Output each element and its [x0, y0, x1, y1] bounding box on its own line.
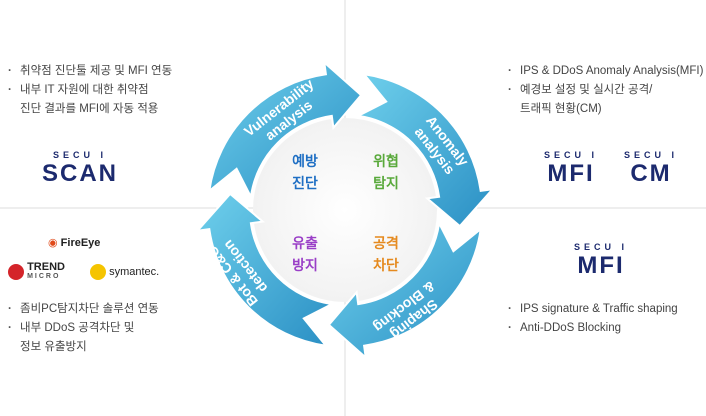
top-right-bullets: IPS & DDoS Anomaly Analysis(MFI) 예경보 설정 …	[506, 62, 703, 119]
symantec-check-icon	[90, 264, 106, 280]
logo-main: CM	[630, 160, 672, 187]
bullet-text: IPS & DDoS Anomaly Analysis(MFI)	[520, 65, 704, 77]
secui-mfi-logo-bottom: SECU I MFI	[566, 242, 636, 280]
bullet-text: Anti-DDoS Blocking	[520, 322, 621, 334]
bullet-continuation: 진단 결과를 MFI에 자동 적용	[20, 103, 159, 115]
bullet-text: 취약점 진단툴 제공 및 MFI 연동	[20, 65, 173, 77]
bullet-text: 좀비PC탐지차단 솔루션 연동	[20, 303, 159, 315]
bullet-text: 내부 DDoS 공격차단 및	[20, 322, 135, 334]
bullet: 취약점 진단툴 제공 및 MFI 연동	[6, 62, 172, 81]
bullet: 예경보 설정 및 실시간 공격/트래픽 현황(CM)	[506, 81, 703, 119]
bullet-text: 예경보 설정 및 실시간 공격/	[520, 84, 653, 96]
arc-bot-detection	[194, 192, 336, 348]
symantec-name: symantec.	[109, 266, 160, 278]
quadrant-leak-line2: 방지	[292, 257, 318, 274]
bottom-left-bullets: 좀비PC탐지차단 솔루션 연동 내부 DDoS 공격차단 및정보 유출방지	[6, 300, 159, 357]
bullet: IPS signature & Traffic shaping	[506, 300, 678, 319]
arc-anomaly-analysis	[354, 72, 496, 228]
logo-sub: SECU I	[52, 150, 107, 160]
quadrant-prevent-line1: 예방	[292, 153, 318, 170]
bullet: 내부 DDoS 공격차단 및정보 유출방지	[6, 319, 159, 357]
quadrant-leak-line1: 유출	[292, 235, 318, 252]
logo-main: SCAN	[41, 160, 118, 187]
bullet-text: 내부 IT 자원에 대한 취약점	[20, 84, 149, 96]
trend-micro-logo: TREND MICRO	[8, 262, 65, 282]
bullet: Anti-DDoS Blocking	[506, 319, 678, 338]
trend-name: TREND	[27, 261, 65, 273]
quadrant-block: 공격 차단	[373, 235, 399, 274]
secui-scan-logo: SECU I SCAN	[30, 150, 130, 188]
symantec-logo: symantec.	[90, 264, 159, 280]
logo-main: MFI	[547, 160, 595, 187]
quadrant-threat-line2: 탐지	[373, 175, 399, 192]
quadrant-prevent: 예방 진단	[292, 153, 318, 192]
logo-main: MFI	[577, 252, 625, 279]
quadrant-threat: 위협 탐지	[373, 154, 399, 192]
bullet-continuation: 정보 유출방지	[20, 341, 87, 353]
bullet-continuation: 트래픽 현황(CM)	[520, 103, 602, 115]
arc-shaping-blocking	[327, 219, 483, 361]
arc-vulnerability-analysis	[207, 59, 363, 201]
secui-mfi-logo-top: SECU I MFI	[536, 150, 606, 188]
bullet-text: IPS signature & Traffic shaping	[520, 303, 678, 315]
fireeye-name: FireEye	[60, 237, 101, 249]
quadrant-prevent-line2: 진단	[292, 175, 318, 192]
bullet: IPS & DDoS Anomaly Analysis(MFI)	[506, 62, 703, 81]
bottom-right-bullets: IPS signature & Traffic shaping Anti-DDo…	[506, 300, 678, 338]
quadrant-leak: 유출 방지	[292, 235, 318, 274]
quadrant-block-line1: 공격	[373, 235, 399, 252]
logo-sub: SECU I	[543, 150, 598, 160]
bullet: 좀비PC탐지차단 솔루션 연동	[6, 300, 159, 319]
trend-sub: MICRO	[27, 273, 61, 280]
secui-cm-logo: SECU I CM	[616, 150, 686, 188]
center-disc	[253, 118, 437, 302]
quadrant-block-line2: 차단	[373, 257, 399, 274]
fireeye-flame-icon: ◉	[48, 237, 58, 249]
trend-micro-icon	[8, 264, 24, 280]
quadrant-threat-line1: 위협	[373, 154, 399, 170]
logo-sub: SECU I	[623, 150, 678, 160]
logo-sub: SECU I	[573, 242, 628, 252]
fireeye-logo: ◉ FireEye	[48, 236, 100, 249]
